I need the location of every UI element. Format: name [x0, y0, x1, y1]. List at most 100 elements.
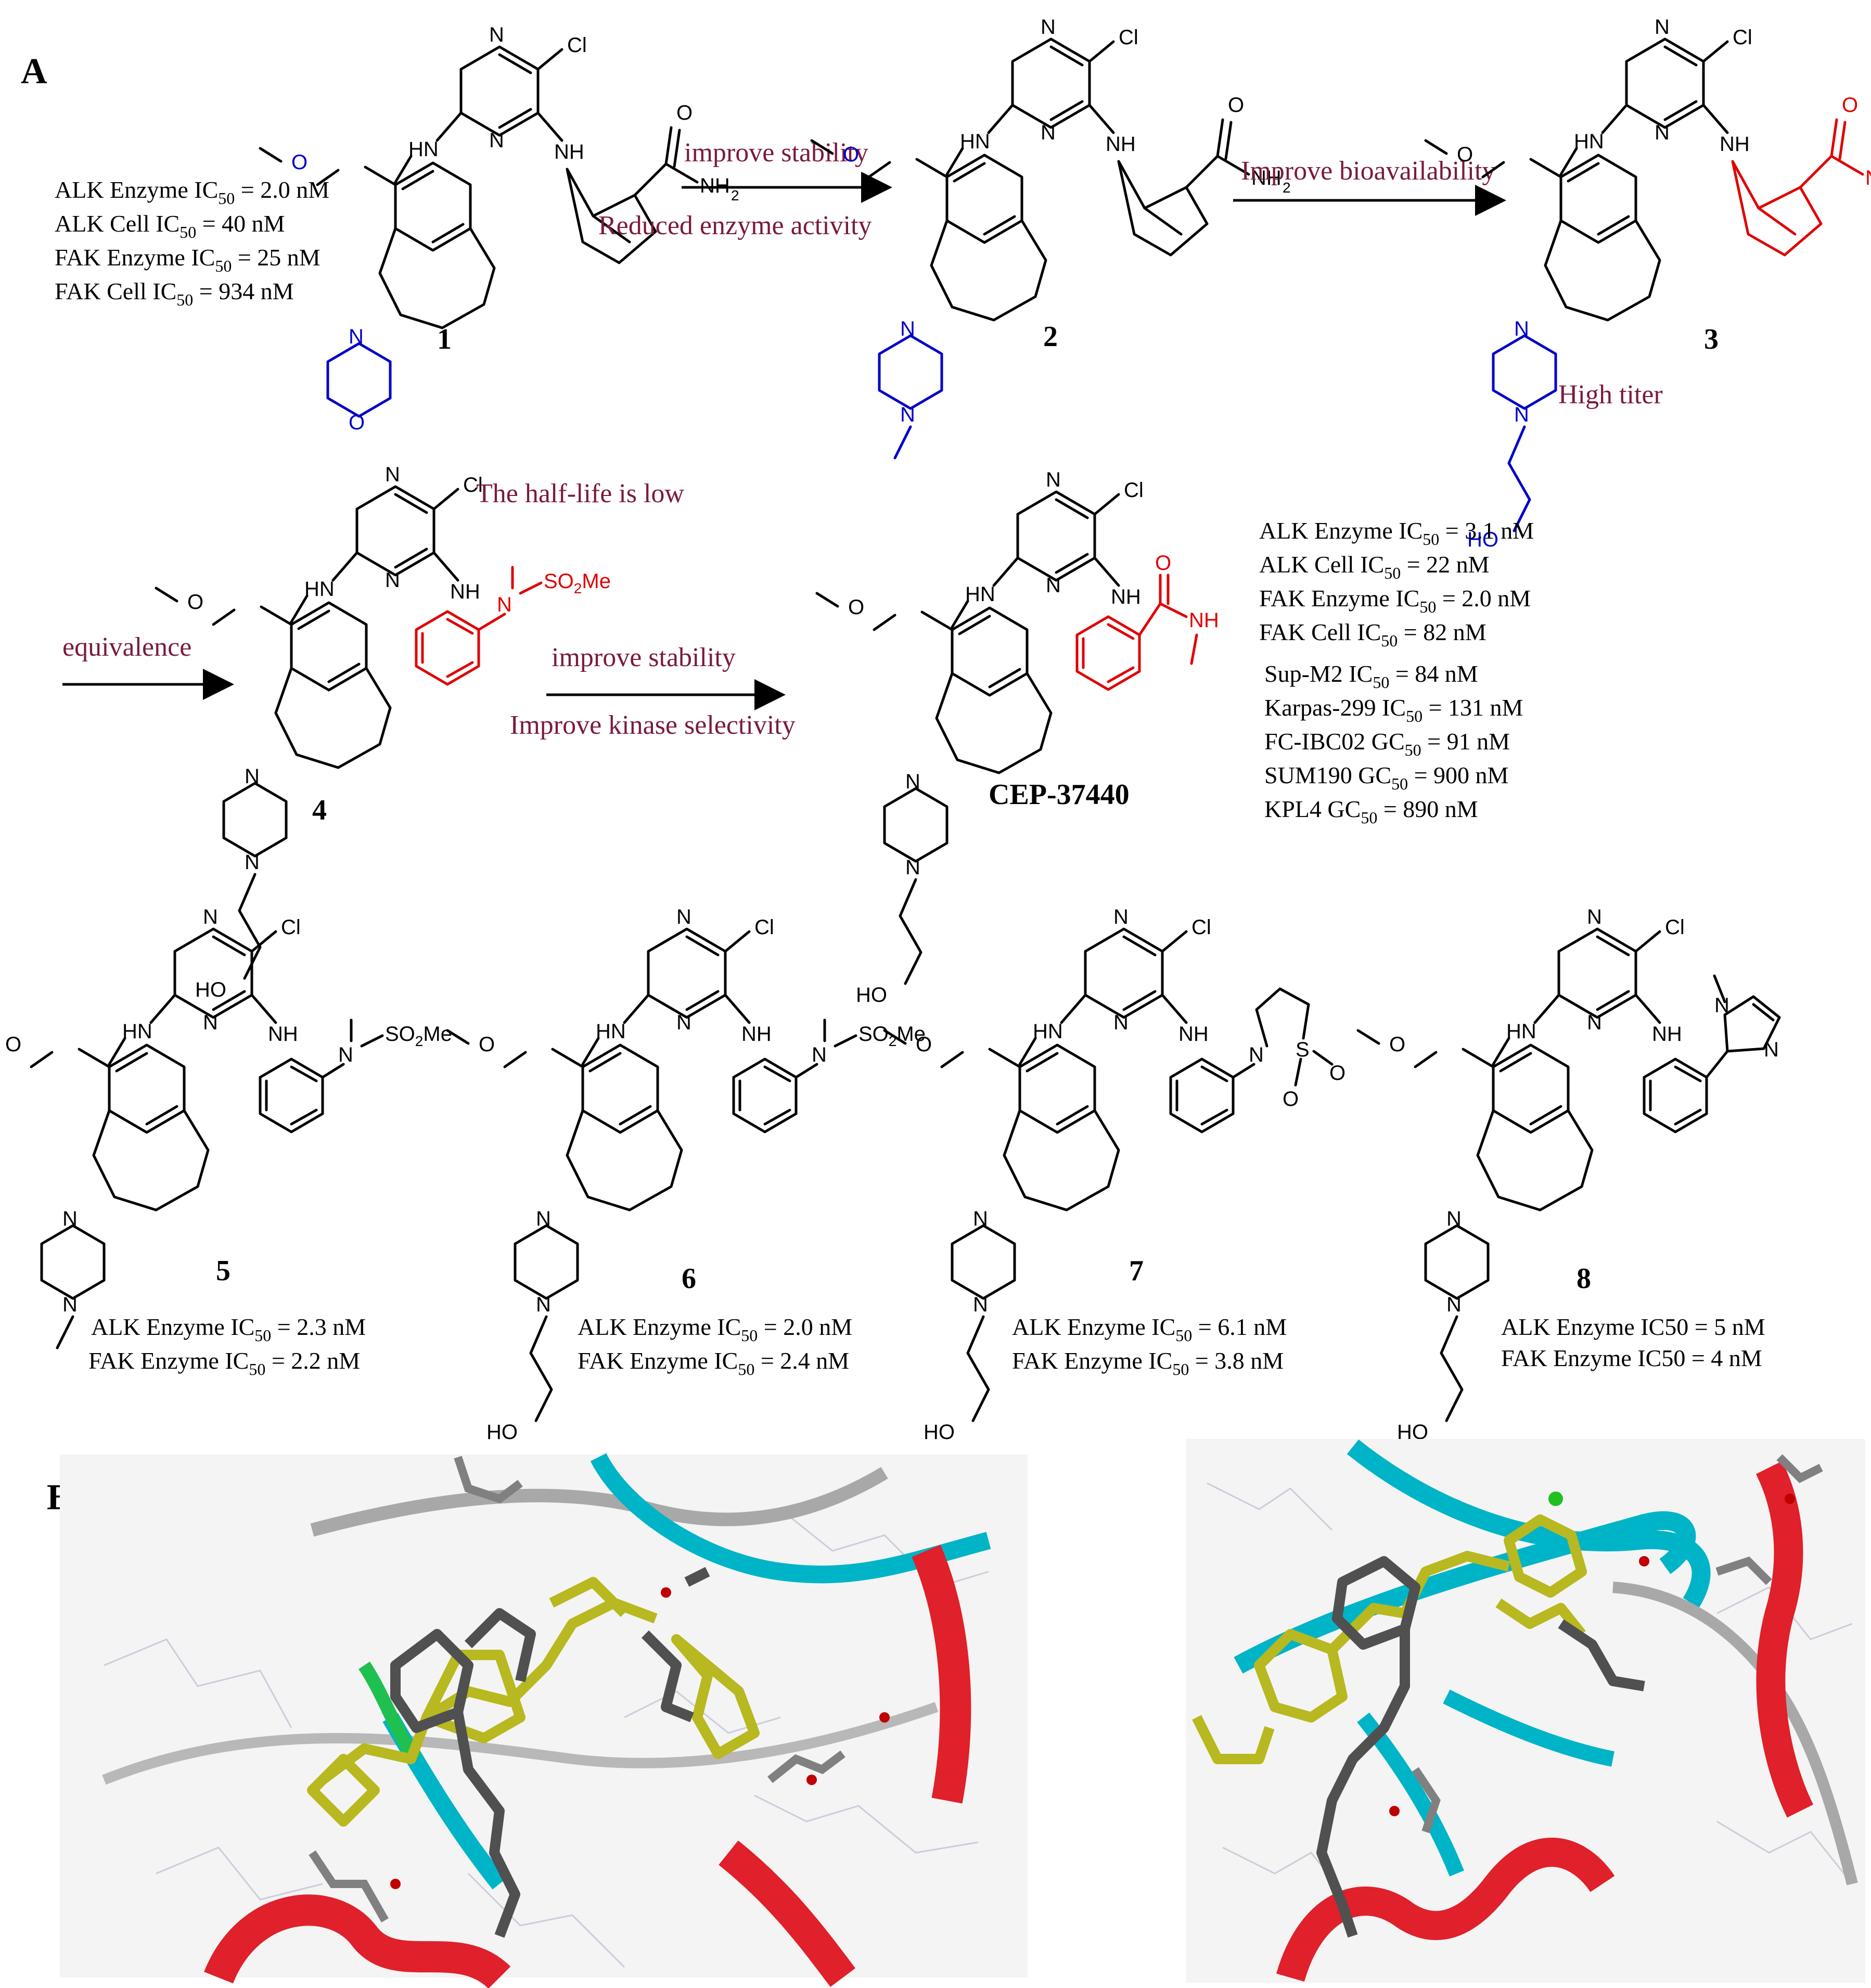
- atom-label: N: [1249, 1043, 1264, 1066]
- activity-cep-37440: ALK Enzyme IC50 = 3.1 nM ALK Cell IC50 =…: [1259, 517, 1534, 827]
- ligand-yellow: [307, 1577, 760, 1827]
- atom-label: N: [489, 23, 504, 46]
- atom-label: NH: [700, 174, 730, 197]
- note-high-titer: High titer: [1558, 380, 1663, 410]
- ribbon-loop: [102, 1702, 939, 1785]
- atom-oxygen: [806, 1775, 817, 1785]
- ligand-oxygens: [390, 1587, 890, 1889]
- activity-line: FAK Enzyme IC50 = 2.4 nM: [578, 1347, 849, 1379]
- atom-label: Cl: [567, 34, 587, 57]
- atom-oxygen: [390, 1879, 401, 1889]
- atom-label: Cl: [281, 916, 301, 939]
- atom-label: HO: [856, 984, 887, 1006]
- atom-label: N: [1041, 121, 1056, 144]
- atom-label: O: [843, 143, 859, 166]
- activity-compound-7: ALK Enzyme IC50 = 6.1 nM FAK Enzyme IC50…: [1012, 1314, 1287, 1379]
- ribbon-beta-strand: [1234, 1511, 1696, 1674]
- atom-label: NH: [1865, 167, 1871, 189]
- activity-line: FAK Enzyme IC50 = 25 nM: [55, 244, 321, 275]
- atom-label: O: [916, 1033, 932, 1056]
- compound-id-4: 4: [312, 794, 327, 826]
- atom-label: HN: [122, 1020, 152, 1043]
- atom-oxygen: [661, 1587, 671, 1598]
- ribbon-helix: [1276, 1838, 1615, 1982]
- atom-label: N: [349, 325, 364, 348]
- transform-label: Improve bioavailability: [1241, 156, 1496, 186]
- atom-label: Cl: [1191, 916, 1211, 939]
- atom-label: O: [1329, 1062, 1345, 1085]
- atom-label: NH: [1189, 609, 1219, 632]
- atom-label: NH: [1111, 585, 1141, 608]
- atom-label: Cl: [463, 474, 483, 496]
- atom-label: O: [848, 596, 864, 619]
- structure-compound-5: N N Cl HN NH O N N N SO2Me: [5, 906, 452, 1349]
- structure-compound-2: N N Cl HN NH O N N O NH 2: [810, 16, 1291, 460]
- atom-label: N: [1655, 16, 1670, 39]
- atom-label: O: [479, 1033, 495, 1056]
- transform-label: equivalence: [62, 632, 191, 662]
- atom-label: Cl: [1733, 26, 1752, 49]
- atom-label: Cl: [754, 916, 774, 939]
- atom-label: O: [1457, 143, 1473, 166]
- activity-line: Sup-M2 IC50 = 84 nM: [1264, 660, 1478, 692]
- activity-compound-1: ALK Enzyme IC50 = 2.0 nM ALK Cell IC50 =…: [55, 176, 329, 309]
- atom-label: O: [291, 151, 307, 174]
- atom-label: HO: [1467, 528, 1498, 551]
- compound-id-7: 7: [1129, 1255, 1144, 1287]
- atom-label: N: [338, 1043, 353, 1066]
- atom-label: HN: [596, 1020, 626, 1043]
- atom-oxygen: [1389, 1806, 1400, 1816]
- atom-label: NH: [1720, 133, 1750, 156]
- activity-line: ALK Enzyme IC50 = 2.0 nM: [55, 176, 329, 208]
- ligand-gray: [1316, 1556, 1645, 1938]
- compound-id-3: 3: [1704, 323, 1719, 355]
- atom-label: Cl: [1665, 916, 1685, 939]
- compound-id-cep-37440: CEP-37440: [989, 779, 1130, 811]
- ribbon-beta-strand: [1443, 1689, 1614, 1767]
- ligand-gray: [390, 1567, 710, 1938]
- compound-id-2: 2: [1043, 321, 1058, 353]
- atom-label: N: [245, 765, 260, 788]
- transform-label: improve stability: [684, 138, 868, 168]
- atom-label: HN: [1506, 1020, 1536, 1043]
- ribbon-helix: [204, 1894, 511, 1988]
- atom-label: N: [1041, 16, 1056, 39]
- atom-label: O: [1389, 1033, 1405, 1056]
- activity-line: Karpas-299 IC50 = 131 nM: [1264, 694, 1523, 725]
- atom-label: N: [1446, 1293, 1462, 1316]
- ligand-oxygens: [1389, 1494, 1795, 1816]
- atom-label: N: [900, 317, 915, 340]
- atom-label: N: [973, 1207, 988, 1230]
- atom-label: HN: [304, 578, 335, 601]
- transform-label: Improve kinase selectivity: [510, 710, 796, 740]
- structure-compound-8: N N Cl HN NH O N N HO N N: [1356, 906, 1781, 1444]
- compound-id-1: 1: [437, 323, 452, 355]
- activity-line: KPL4 GC50 = 890 nM: [1264, 796, 1478, 827]
- atom-oxygen: [879, 1712, 890, 1723]
- atom-label: N: [905, 856, 920, 879]
- atom-chlorine: [1548, 1492, 1563, 1506]
- atom-label: N: [1113, 906, 1129, 928]
- structure-cep-37440: N N Cl HN NH O N N HO O NH: [815, 468, 1219, 1006]
- activity-line: FAK Enzyme IC50 = 2.0 nM: [1259, 585, 1531, 616]
- atom-label: NH: [450, 580, 480, 603]
- activity-line: ALK Cell IC50 = 40 nM: [55, 210, 285, 241]
- docking-view-right: [1186, 1439, 1865, 1983]
- atom-label: N: [489, 129, 504, 152]
- ligand-chlorine: [1548, 1492, 1563, 1506]
- activity-compound-8: ALK Enzyme IC50 = 5 nM FAK Enzyme IC50 =…: [1501, 1314, 1765, 1371]
- atom-label: N: [1446, 1207, 1462, 1230]
- atom-label: N: [1514, 403, 1529, 426]
- atom-label: N: [536, 1293, 551, 1316]
- atom-label: S: [1296, 1038, 1310, 1061]
- compound-id-6: 6: [682, 1263, 696, 1295]
- atom-label: N: [676, 1011, 691, 1034]
- atom-label: N: [1046, 468, 1061, 491]
- atom-label: HO: [195, 978, 226, 1001]
- atom-label: NH: [554, 141, 584, 163]
- compound-id-8: 8: [1577, 1263, 1591, 1295]
- atom-label: N: [1514, 317, 1529, 340]
- docking-background: [60, 1455, 1028, 1978]
- atom-label: N: [1587, 1011, 1602, 1034]
